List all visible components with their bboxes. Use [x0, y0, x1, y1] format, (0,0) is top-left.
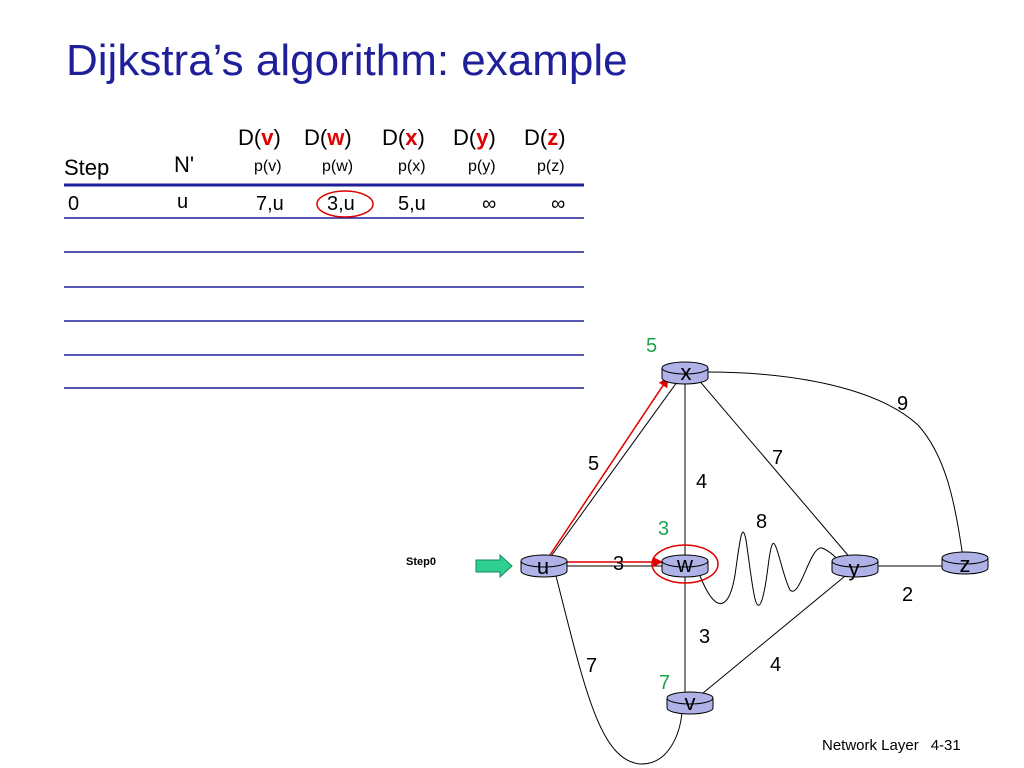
edge-weight-u-w: 3	[613, 553, 624, 575]
footer-page-number: 4-31	[930, 737, 961, 754]
node-label-x: x	[681, 360, 692, 385]
table-cell-z: ∞	[551, 193, 566, 215]
table-cell-w: 3,u	[327, 193, 355, 215]
table-cell-v: 7,u	[256, 193, 284, 215]
edge-x-y	[696, 377, 853, 561]
edge-v-y	[696, 571, 851, 699]
edge-u-x	[543, 370, 686, 567]
pred-header-x: p(x)	[398, 158, 426, 175]
router-node-w	[661, 554, 709, 578]
slide-title: Dijkstra’s algorithm: example	[66, 36, 628, 85]
node-label-w: w	[676, 552, 693, 577]
pred-header-y: p(y)	[468, 158, 496, 175]
edge-weight-x-z: 9	[897, 393, 908, 415]
dist-header-y: D(y)	[453, 125, 496, 150]
table-cell-y: ∞	[482, 193, 497, 215]
edge-w-y	[699, 531, 843, 606]
table-cell-x: 5,u	[398, 193, 426, 215]
node-label-v: v	[685, 690, 696, 715]
step-arrow-icon	[475, 553, 513, 579]
tree-arrow-u-x	[547, 377, 669, 559]
node-label-z: z	[960, 552, 971, 577]
dist-header-x: D(x)	[382, 125, 425, 150]
dist-header-z: D(z)	[524, 125, 566, 150]
distance-label-v: 7	[659, 672, 670, 694]
router-node-u	[520, 554, 568, 578]
slide-footer: Network Layer 4-31	[822, 737, 973, 754]
edge-weight-w-y: 8	[756, 511, 767, 533]
edge-weight-y-z: 2	[902, 584, 913, 606]
edge-x-z	[705, 371, 964, 559]
dist-header-v: D(v)	[238, 125, 281, 150]
edge-weight-u-v: 7	[586, 655, 597, 677]
distance-label-x: 5	[646, 335, 657, 357]
router-node-y	[831, 554, 879, 578]
edge-weight-u-x: 5	[588, 453, 599, 475]
edge-weight-v-y: 4	[770, 654, 781, 676]
nprime-header: N'	[174, 152, 195, 177]
distance-label-w: 3	[658, 518, 669, 540]
step-header: Step	[64, 155, 110, 180]
table-row-step: 0	[68, 193, 80, 215]
edge-weight-x-w: 4	[696, 471, 707, 493]
pred-header-v: p(v)	[254, 158, 282, 175]
edge-u-v	[555, 575, 683, 765]
selected-cell-circle	[316, 190, 374, 218]
pred-header-z: p(z)	[537, 158, 565, 175]
node-label-y: y	[849, 556, 860, 581]
router-node-x	[661, 361, 709, 385]
table-row-nprime: u	[177, 191, 189, 213]
edge-weight-x-y: 7	[772, 447, 783, 469]
step-label: Step0	[406, 556, 436, 568]
dist-header-w: D(w)	[304, 125, 352, 150]
router-node-z	[941, 551, 989, 575]
node-label-u: u	[537, 554, 549, 579]
edge-weight-w-v: 3	[699, 626, 710, 648]
pred-header-w: p(w)	[322, 158, 354, 175]
selected-node-circle	[651, 544, 719, 584]
footer-section: Network Layer	[822, 737, 919, 754]
router-node-v	[666, 691, 714, 715]
